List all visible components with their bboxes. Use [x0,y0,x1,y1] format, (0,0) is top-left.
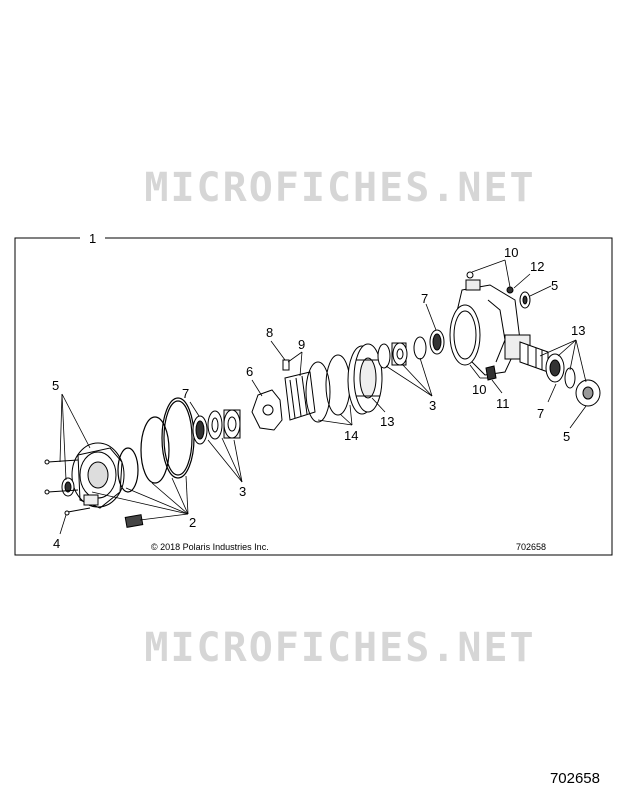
callout-13-right: 13 [571,323,585,338]
seal-right-top [429,329,445,355]
drain-plug [124,514,144,528]
callout-5-left: 5 [52,378,59,393]
right-housing [449,279,531,376]
callout-10-bottom: 10 [472,382,486,397]
callout-11: 11 [496,396,510,411]
callout-3-left: 3 [239,484,246,499]
diagram-number: 702658 [516,542,546,552]
fittings [466,271,531,381]
ring-gear [347,343,383,415]
output-shaft [519,341,601,407]
pin [282,359,290,371]
callout-7-left: 7 [182,386,189,401]
callout-7-top: 7 [421,291,428,306]
callout-6: 6 [246,364,253,379]
copyright-text: © 2018 Polaris Industries Inc. [151,542,269,552]
callout-5-bottom-right: 5 [563,429,570,444]
bolts-left [44,459,91,516]
callout-9: 9 [298,337,305,352]
roller-cage [284,371,316,421]
page-number: 702658 [549,770,600,787]
callout-4: 4 [53,536,60,551]
bearing-set-right [377,336,427,369]
callout-labels: 1 5 4 2 7 3 6 8 9 14 13 3 7 10 12 5 13 1… [52,231,585,551]
watermark-text: MICROFICHES.NET [144,168,535,208]
left-housing [71,442,125,509]
callout-13-middle: 13 [380,414,394,429]
callout-2: 2 [189,515,196,530]
bearing-set-left [192,409,241,445]
diagram-frame [14,237,613,556]
callout-8: 8 [266,325,273,340]
rings-group-2 [117,397,195,493]
watermark-text: MICROFICHES.NET [144,628,535,668]
callout-7-right: 7 [537,406,544,421]
callout-5-top-right: 5 [551,278,558,293]
callout-3-right: 3 [429,398,436,413]
watermark-top: MICROFICHES.NET [144,168,535,208]
callout-10-top: 10 [504,245,518,260]
leader-lines [59,259,587,535]
seal-left [61,477,75,497]
watermark-bottom: MICROFICHES.NET [144,628,535,668]
callout-14: 14 [344,428,358,443]
callout-12: 12 [530,259,544,274]
callout-1: 1 [89,231,96,246]
thrust-plate [251,389,283,431]
